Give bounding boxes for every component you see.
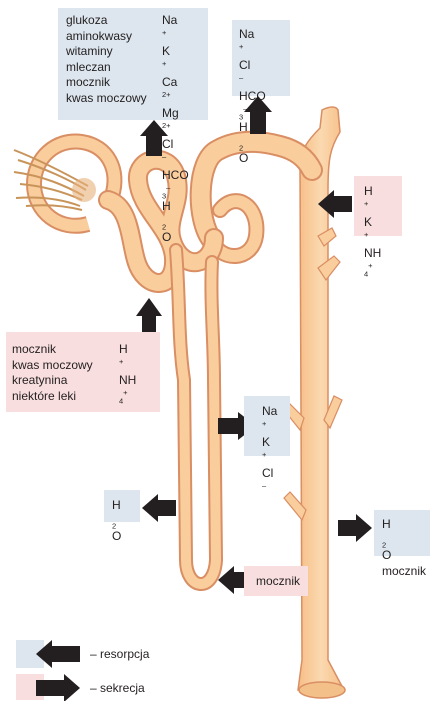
substance-label: niektóre leki [12,389,93,405]
ion-label: Cl– [239,58,266,89]
ion-label: K+ [262,435,277,466]
proximal-secretion-box: mocznik kwas moczowy kreatynina niektóre… [6,332,160,412]
legend-reabsorption-label: – resorpcja [90,647,149,661]
substance-label: mocznik [66,75,147,91]
collecting-duct [284,107,345,698]
proximal-reabsorption-substances: glukoza aminokwasy witaminy mleczan mocz… [66,13,147,106]
substance-label: glukoza [66,13,147,29]
ion-label: Cl– [262,466,277,497]
loop-secretion-items: mocznik [256,574,300,590]
loop-of-henle [176,250,216,584]
ascending-loop-ions: Na+ K+ Cl– [262,404,277,497]
ion-label: Na+ [262,404,277,435]
legend-secretion-label: – sekrecja [90,681,145,695]
bowmans-capsule [14,141,114,225]
substance-label: mleczan [66,60,147,76]
arrow-right-collecting [338,514,372,542]
substance-label: kwas moczowy [66,91,147,107]
loop-secretion-box: mocznik [244,566,308,596]
ion-label: Na+ [239,27,266,58]
ion-label: H+ [119,342,136,373]
substance-label: mocznik [12,342,93,358]
arrow-up-secretion [136,298,162,336]
substance-label: witaminy [66,44,147,60]
ion-label: K+ [364,215,381,246]
ion-label: Na+ [162,13,189,44]
ion-label: H+ [364,184,381,215]
ion-label: K+ [162,44,189,75]
proximal-reabsorption-box: glukoza aminokwasy witaminy mleczan mocz… [58,8,208,120]
legend-reabsorption-arrow [36,640,80,668]
legend-secretion-arrow [36,674,80,701]
ascending-loop-reabsorption-box: Na+ K+ Cl– [244,396,290,456]
substance-label: kwas moczowy [12,358,93,374]
substance-label: aminokwasy [66,29,147,45]
substance-label: kreatynina [12,373,93,389]
ion-label: Cl– [162,137,189,168]
proximal-secretion-substances: mocznik kwas moczowy kreatynina niektóre… [12,342,93,404]
substance-label: mocznik [256,574,300,590]
substance-label: mocznik [382,564,426,580]
arrow-left-descending [142,494,176,522]
